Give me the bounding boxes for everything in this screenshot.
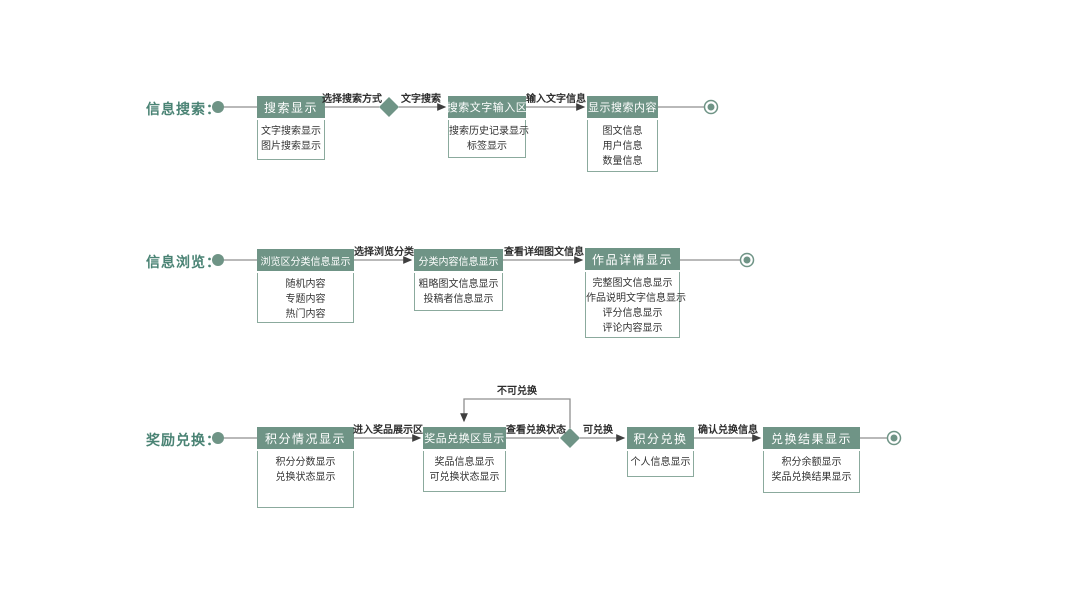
edge-label: 可兑换 bbox=[583, 425, 613, 436]
node-title: 搜索文字输入区 bbox=[447, 96, 527, 120]
node-browse-categories: 浏览区分类信息显示 随机内容 专题内容 热门内容 bbox=[257, 249, 354, 323]
node-item: 文字搜索显示 bbox=[261, 126, 321, 137]
node-item: 可兑换状态显示 bbox=[429, 472, 500, 483]
edge-label: 输入文字信息 bbox=[526, 94, 586, 105]
node-points-exchange: 积分兑换 个人信息显示 bbox=[627, 427, 694, 477]
end-node bbox=[739, 252, 755, 268]
edge-label: 查看兑换状态 bbox=[506, 425, 566, 436]
end-node bbox=[703, 99, 719, 115]
start-node bbox=[212, 254, 224, 266]
node-prize-exchange-area: 奖品兑换区显示 奖品信息显示 可兑换状态显示 bbox=[423, 427, 506, 492]
node-search-results: 显示搜索内容 图文信息 用户信息 数量信息 bbox=[587, 96, 658, 172]
edge-label: 选择浏览分类 bbox=[354, 247, 414, 258]
node-item: 评论内容显示 bbox=[602, 323, 663, 334]
node-exchange-result: 兑换结果显示 积分余额显示 奖品兑换结果显示 bbox=[763, 427, 860, 493]
loop-arrow bbox=[460, 398, 571, 428]
node-item: 图文信息 bbox=[602, 126, 643, 137]
row-label-info-search: 信息搜索： bbox=[146, 101, 221, 117]
node-item: 奖品信息显示 bbox=[434, 457, 495, 468]
edge-label: 文字搜索 bbox=[401, 94, 441, 105]
decision-diamond bbox=[560, 428, 580, 448]
node-title: 显示搜索内容 bbox=[587, 96, 658, 120]
edge-label: 不可兑换 bbox=[497, 386, 537, 397]
node-work-details: 作品详情显示 完整图文信息显示 作品说明文字信息显示 评分信息显示 评论内容显示 bbox=[585, 248, 686, 338]
node-item: 积分余额显示 bbox=[781, 457, 842, 468]
node-item: 粗略图文信息显示 bbox=[418, 279, 499, 290]
edge-label: 查看详细图文信息 bbox=[504, 247, 584, 258]
node-title: 兑换结果显示 bbox=[763, 427, 860, 451]
node-points-status: 积分情况显示 积分分数显示 兑换状态显示 bbox=[257, 427, 354, 508]
node-item: 热门内容 bbox=[285, 309, 326, 320]
start-node bbox=[212, 432, 224, 444]
start-node bbox=[212, 101, 224, 113]
node-search-text-input: 搜索文字输入区 搜索历史记录显示 标签显示 bbox=[447, 96, 529, 158]
node-item: 奖品兑换结果显示 bbox=[771, 472, 852, 483]
node-item: 图片搜索显示 bbox=[261, 141, 321, 152]
node-item: 作品说明文字信息显示 bbox=[586, 293, 686, 304]
end-node bbox=[886, 430, 902, 446]
edge-label: 确认兑换信息 bbox=[698, 425, 758, 436]
node-title: 搜索显示 bbox=[257, 96, 325, 120]
row-label-reward-exchange: 奖励兑换： bbox=[146, 432, 221, 448]
row-label-info-browse: 信息浏览： bbox=[146, 254, 221, 270]
node-item: 兑换状态显示 bbox=[275, 472, 336, 483]
edge-label: 进入奖品展示区 bbox=[353, 425, 423, 436]
node-category-content: 分类内容信息显示 粗略图文信息显示 投稿者信息显示 bbox=[414, 249, 503, 311]
node-title: 浏览区分类信息显示 bbox=[257, 249, 354, 273]
node-item: 完整图文信息显示 bbox=[592, 278, 673, 289]
node-title: 积分情况显示 bbox=[257, 427, 354, 451]
node-item: 投稿者信息显示 bbox=[423, 294, 494, 305]
node-title: 奖品兑换区显示 bbox=[423, 427, 506, 451]
node-item: 积分分数显示 bbox=[275, 457, 336, 468]
node-item: 数量信息 bbox=[602, 156, 643, 167]
edge-label: 选择搜索方式 bbox=[322, 94, 382, 105]
node-search-display: 搜索显示 文字搜索显示 图片搜索显示 bbox=[257, 96, 325, 160]
node-item: 搜索历史记录显示 bbox=[449, 126, 529, 137]
node-item: 随机内容 bbox=[285, 279, 326, 290]
decision-diamond bbox=[379, 97, 399, 117]
node-title: 作品详情显示 bbox=[585, 248, 680, 272]
node-item: 个人信息显示 bbox=[630, 457, 691, 468]
node-item: 专题内容 bbox=[285, 294, 326, 305]
node-item: 标签显示 bbox=[467, 141, 507, 152]
node-title: 分类内容信息显示 bbox=[414, 249, 503, 273]
node-item: 评分信息显示 bbox=[602, 308, 663, 319]
node-item: 用户信息 bbox=[602, 141, 643, 152]
node-title: 积分兑换 bbox=[627, 427, 694, 451]
